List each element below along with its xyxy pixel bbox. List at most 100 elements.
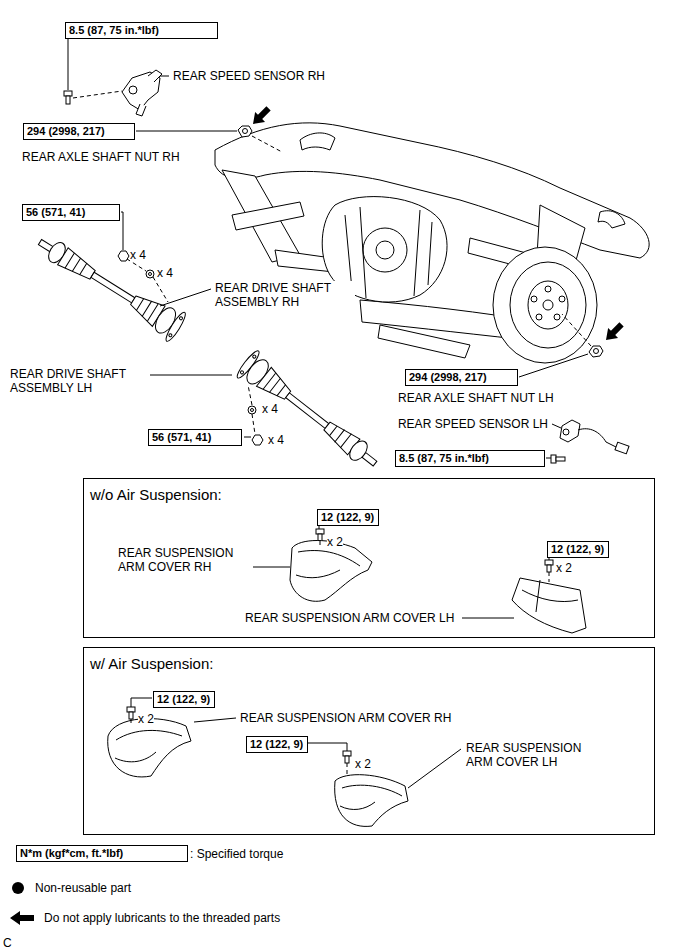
figure-code: C (3, 936, 12, 950)
installation-path (248, 385, 252, 405)
frame-title: w/o Air Suspension: (84, 479, 654, 504)
speed-sensor (560, 420, 580, 442)
speed-sensor (122, 70, 162, 116)
speed-sensor (129, 86, 137, 94)
bolt (127, 707, 135, 712)
torque-value: 56 (571, 41) (26, 206, 116, 219)
brake-disc (493, 247, 597, 363)
suspension-arm-cover (115, 730, 182, 761)
axle-nut (243, 129, 248, 134)
suspension-arm-cover (108, 719, 191, 777)
leader-line (552, 424, 561, 428)
leader-line (68, 38, 69, 90)
torque-value: 294 (2998, 217) (409, 371, 514, 384)
nut-washer (149, 273, 152, 276)
no-lubricant-arrow (601, 319, 626, 344)
torque-spec: 294 (2998, 217) (23, 123, 135, 140)
torque-value: 8.5 (87, 75 in.*lbf) (399, 452, 541, 465)
leader-line (244, 437, 251, 438)
installation-path (562, 314, 591, 346)
part-name: REAR AXLE SHAFT NUT RH (22, 150, 180, 164)
torque-spec: 12 (122, 9) (317, 509, 379, 526)
nut-washer (251, 409, 254, 412)
legend-text: : Specified torque (190, 847, 283, 861)
part-name: REAR AXLE SHAFT NUT LH (398, 391, 554, 405)
bolt (66, 96, 70, 104)
subframe-assembly (300, 133, 335, 150)
speed-sensor (578, 429, 618, 448)
nut-washer (252, 435, 263, 445)
torque-spec: 294 (2998, 217) (405, 369, 518, 386)
drive-shaft (168, 333, 172, 337)
brake-disc (531, 296, 537, 302)
legend-text: Non-reusable part (35, 881, 131, 895)
bolt (556, 457, 565, 461)
bolt (345, 756, 349, 763)
part-name: REAR SPEED SENSOR RH (173, 69, 325, 83)
drive-shaft (328, 424, 352, 448)
axle-nut (238, 126, 252, 137)
brake-disc (543, 300, 553, 310)
part-name: REAR SUSPENSION ARM COVER LH (466, 741, 606, 769)
part-name: REAR SUSPENSION ARM COVER LH (245, 611, 454, 625)
drive-shaft (263, 373, 287, 398)
bolt (318, 534, 322, 541)
drive-shaft (240, 370, 244, 374)
brake-disc (545, 286, 551, 292)
speed-sensor (136, 104, 146, 116)
speed-sensor (615, 442, 629, 454)
torque-value: 12 (122, 9) (157, 693, 211, 706)
leader-line (546, 458, 551, 459)
brake-disc (493, 247, 597, 363)
torque-spec: 12 (122, 9) (153, 691, 215, 708)
bolt (129, 712, 133, 719)
bolt (64, 91, 72, 96)
torque-value: 12 (122, 9) (551, 543, 605, 556)
no-lubricant-arrow (248, 103, 273, 128)
legend-entry: : Specified torque (190, 846, 283, 862)
legend-text: Do not apply lubricants to the threaded … (44, 911, 280, 925)
subframe-assembly (378, 325, 470, 358)
leader-line (131, 698, 152, 707)
quantity-label: x 4 (268, 433, 284, 447)
quantity-label: x 4 (130, 248, 146, 262)
installation-path (347, 763, 348, 776)
installation-path (73, 91, 122, 98)
suspension-arm-cover (296, 551, 360, 578)
leader-line (194, 718, 236, 722)
legend-symbol (12, 882, 24, 894)
drive-shaft (286, 393, 329, 429)
speed-sensor (563, 429, 569, 435)
legend-symbol (10, 882, 34, 925)
nut-washer (146, 270, 154, 278)
nut-washer (248, 406, 256, 414)
legend-symbol (10, 911, 34, 925)
speed-sensor (560, 420, 629, 454)
drive-shaft (91, 272, 135, 303)
part-name: REAR SPEED SENSOR LH (398, 417, 548, 431)
subframe-assembly (363, 228, 407, 272)
bolt (316, 529, 324, 534)
leader-line (307, 743, 347, 751)
torque-spec: 12 (122, 9) (246, 736, 308, 753)
leader-line (408, 749, 461, 788)
installation-path (252, 414, 255, 434)
installation-path (73, 91, 591, 776)
bolt (547, 565, 551, 572)
part-name: REAR DRIVE SHAFT ASSEMBLY LH (10, 367, 150, 395)
torque-spec: 12 (122, 9) (547, 541, 609, 558)
torque-value: 12 (122, 9) (321, 511, 375, 524)
part-name: REAR SUSPENSION ARM COVER RH (118, 546, 253, 574)
torque-spec: 8.5 (87, 75 in.*lbf) (395, 450, 545, 467)
installation-path (131, 719, 132, 726)
quantity-label: x 4 (157, 266, 173, 280)
frame-title: w/ Air Suspension: (84, 648, 654, 673)
leader-line (160, 289, 211, 306)
part-name: REAR DRIVE SHAFT ASSEMBLY RH (215, 281, 355, 309)
installation-path (252, 136, 282, 152)
drive-shaft (31, 228, 188, 344)
quantity-label: x 4 (262, 402, 278, 416)
torque-spec: 8.5 (87, 75 in.*lbf) (65, 22, 218, 39)
